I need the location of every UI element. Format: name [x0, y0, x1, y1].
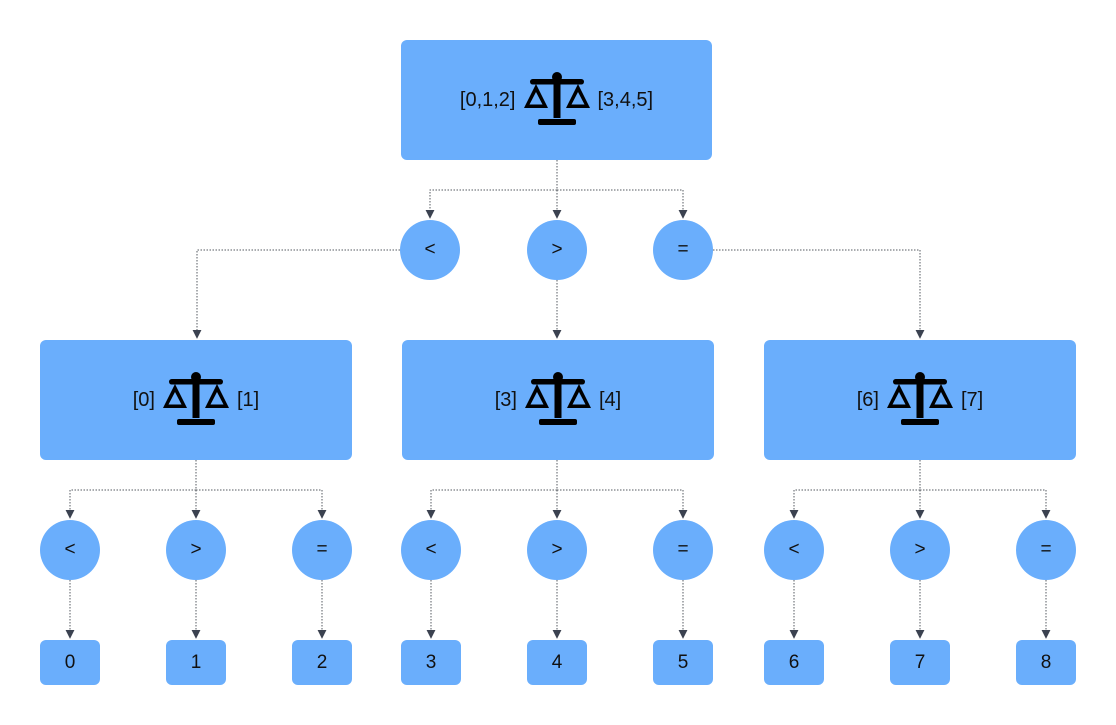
result-node: 2 [292, 640, 352, 685]
result-node: 8 [1016, 640, 1076, 685]
connector [192, 249, 400, 339]
balance-scale-icon [524, 372, 592, 428]
connector [557, 189, 688, 219]
left-pan-label: [3] [494, 388, 517, 411]
right-pan-label: [1] [237, 388, 260, 411]
outcome-equal: = [1016, 520, 1076, 580]
outcome-greater-than: > [527, 520, 587, 580]
level2-connectors [192, 249, 925, 339]
weighing-node-c: [6] [7] [764, 340, 1076, 460]
root-connectors [425, 160, 688, 219]
weighing-node-a: [0] [1] [40, 340, 352, 460]
left-pan-label: [0,1,2] [459, 88, 516, 111]
connector [65, 460, 197, 519]
connector [920, 489, 1051, 519]
result-node: 7 [890, 640, 950, 685]
result-node: 5 [653, 640, 713, 685]
root-weighing-node: [0,1,2] [3,4,5] [401, 40, 712, 160]
outcome-equal: = [653, 520, 713, 580]
balance-scale-icon [162, 372, 230, 428]
connector [557, 489, 688, 519]
right-pan-label: [7] [961, 388, 984, 411]
balance-scale-icon [523, 72, 591, 128]
left-pan-label: [0] [132, 388, 155, 411]
outcome-equal: = [292, 520, 352, 580]
outcome-less-than: < [400, 220, 460, 280]
outcome-less-than: < [764, 520, 824, 580]
connector [196, 489, 327, 519]
left-pan-label: [6] [856, 388, 879, 411]
connector [425, 160, 558, 219]
outcome-greater-than: > [527, 220, 587, 280]
result-node: 3 [401, 640, 461, 685]
outcome-greater-than: > [166, 520, 226, 580]
outcome-less-than: < [401, 520, 461, 580]
balance-scale-icon [886, 372, 954, 428]
connector [713, 249, 925, 339]
right-pan-label: [3,4,5] [597, 88, 654, 111]
result-node: 0 [40, 640, 100, 685]
outcome-less-than: < [40, 520, 100, 580]
connector [789, 460, 921, 519]
right-pan-label: [4] [599, 388, 622, 411]
outcome-equal: = [653, 220, 713, 280]
weighing-node-b: [3] [4] [402, 340, 714, 460]
subtree-b-connectors [426, 460, 688, 639]
outcome-greater-than: > [890, 520, 950, 580]
result-node: 1 [166, 640, 226, 685]
subtree-c-connectors [789, 460, 1051, 639]
subtree-a-connectors [65, 460, 327, 639]
result-node: 4 [527, 640, 587, 685]
connector [426, 460, 558, 519]
result-node: 6 [764, 640, 824, 685]
